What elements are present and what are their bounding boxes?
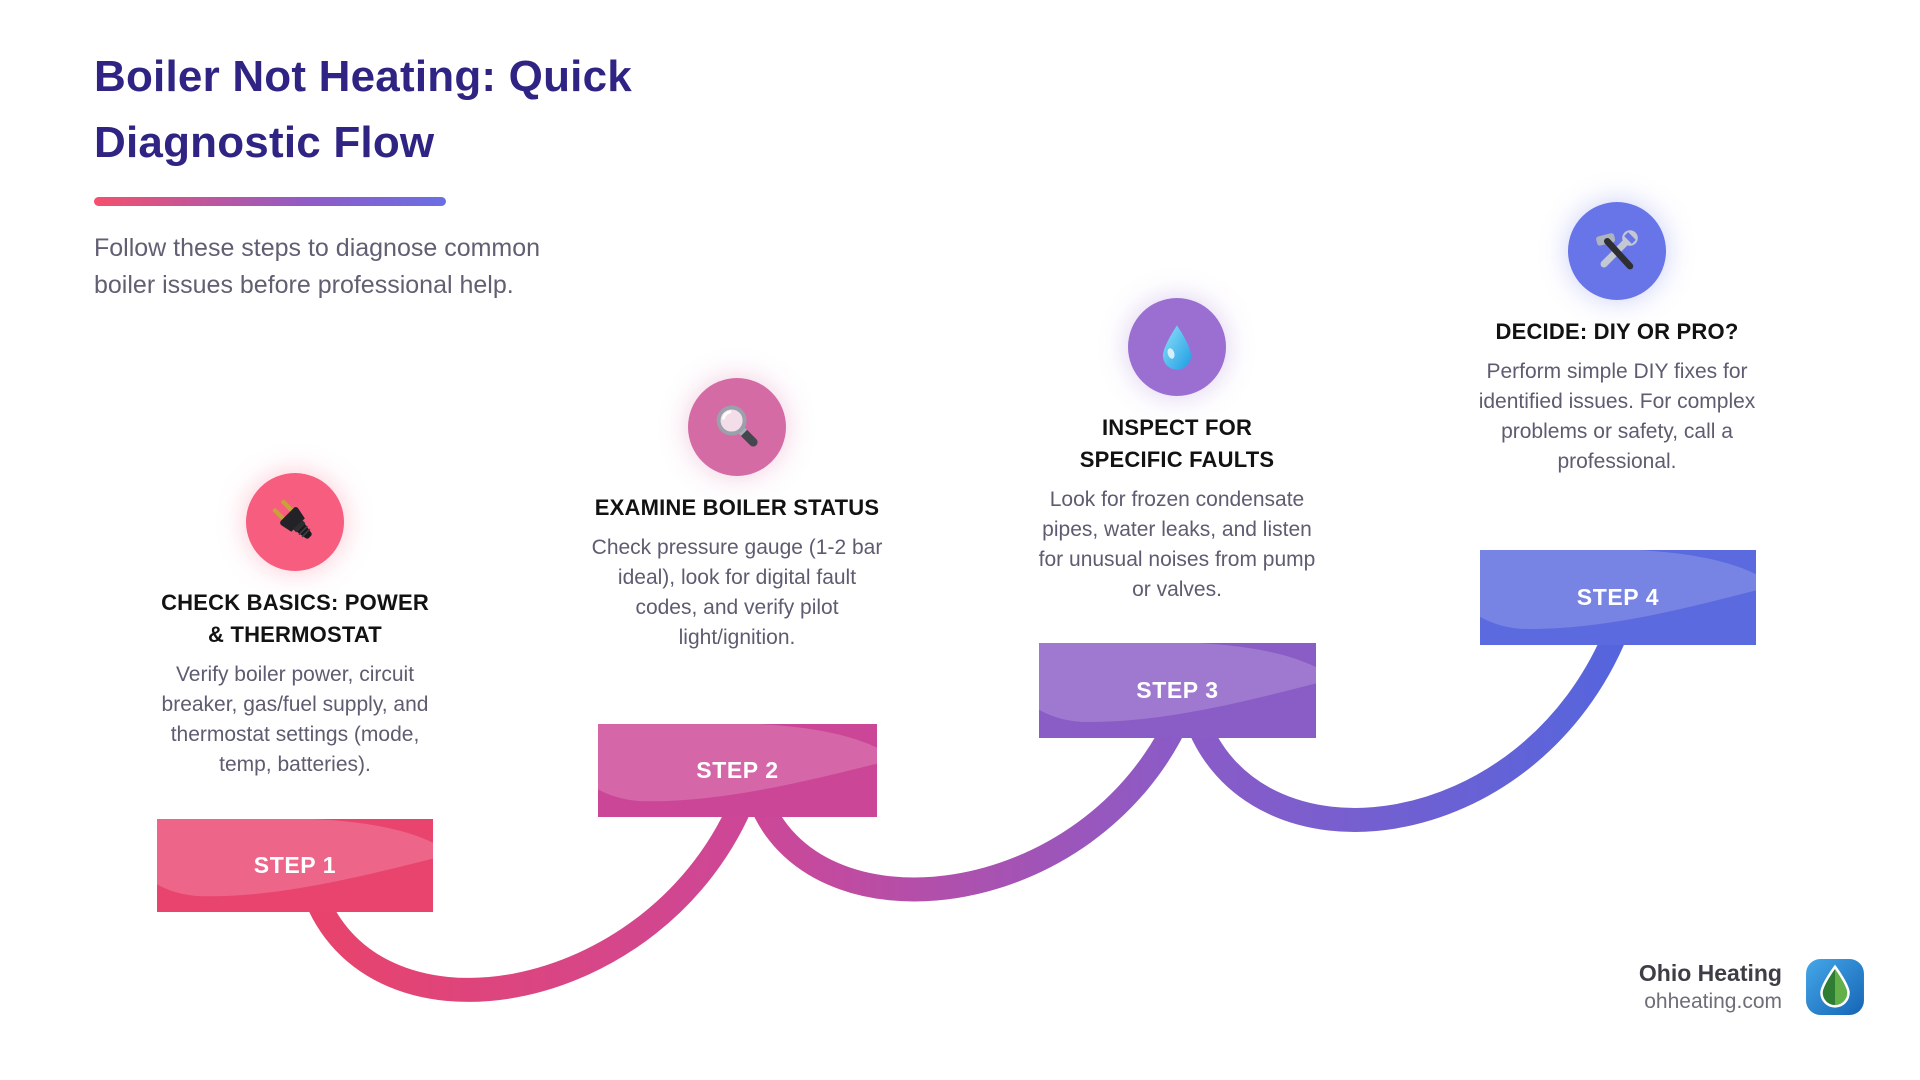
brand-website: ohheating.com bbox=[1644, 990, 1782, 1013]
page-title: Boiler Not Heating: Quick Diagnostic Flo… bbox=[94, 44, 734, 176]
step-3-column: INSPECT FOR SPECIFIC FAULTS Look for fro… bbox=[1017, 298, 1337, 605]
step-3-box: STEP 3 bbox=[1039, 643, 1316, 738]
footer-brand-block: Ohio Heating ohheating.com bbox=[1639, 958, 1864, 1016]
step-1-icon-circle bbox=[246, 473, 344, 571]
step-2-label: STEP 2 bbox=[696, 757, 779, 783]
step-4-column: DECIDE: DIY OR PRO? Perform simple DIY f… bbox=[1457, 202, 1777, 477]
hammer-wrench-icon bbox=[1596, 230, 1638, 270]
magnifying-glass-icon bbox=[716, 405, 758, 447]
step-2-icon-circle bbox=[688, 378, 786, 476]
step-4-box-wave bbox=[1480, 550, 1756, 629]
step-1-title: CHECK BASICS: POWER & THERMOSTAT bbox=[161, 590, 429, 647]
connector-step3-step4 bbox=[1183, 623, 1630, 832]
connector-step2-step3 bbox=[746, 710, 1191, 902]
step-2-title: EXAMINE BOILER STATUS bbox=[594, 495, 880, 520]
step-3-description: Look for frozen condensate pipes, water … bbox=[1038, 488, 1316, 601]
step-3-title: INSPECT FOR SPECIFIC FAULTS bbox=[1079, 415, 1275, 472]
brand-name: Ohio Heating bbox=[1638, 960, 1782, 986]
page-title-line2: Diagnostic Flow bbox=[94, 118, 435, 167]
step-4-description: Perform simple DIY fixes for identified … bbox=[1478, 360, 1756, 473]
title-accent-underline bbox=[94, 197, 446, 206]
power-plug-icon bbox=[272, 499, 312, 539]
step-1-box-wave bbox=[157, 819, 433, 897]
step-3-box-wave bbox=[1039, 643, 1316, 722]
step-3-label: STEP 3 bbox=[1136, 677, 1219, 703]
step-2-description: Check pressure gauge (1-2 bar ideal), lo… bbox=[591, 536, 883, 649]
page-subtitle: Follow these steps to diagnose common bo… bbox=[94, 234, 541, 299]
step-2-box: STEP 2 bbox=[598, 724, 877, 817]
step-4-title: DECIDE: DIY OR PRO? bbox=[1495, 319, 1739, 344]
page-title-line1: Boiler Not Heating: Quick bbox=[94, 52, 632, 101]
connector-step1-step2 bbox=[298, 790, 757, 1002]
step-4-icon-circle bbox=[1568, 202, 1666, 300]
step-1-label: STEP 1 bbox=[253, 852, 337, 878]
water-droplet-icon bbox=[1162, 325, 1192, 370]
step-1-description: Verify boiler power, circuit breaker, ga… bbox=[161, 663, 429, 776]
leaf-logo bbox=[1806, 959, 1864, 1015]
step-4-label: STEP 4 bbox=[1576, 584, 1660, 610]
step-4-box: STEP 4 bbox=[1480, 550, 1756, 645]
step-2-column: EXAMINE BOILER STATUS Check pressure gau… bbox=[577, 378, 897, 653]
step-2-box-wave bbox=[598, 724, 877, 802]
step-1-box: STEP 1 bbox=[157, 819, 433, 912]
step-3-icon-circle bbox=[1128, 298, 1226, 396]
step-1-column: CHECK BASICS: POWER & THERMOSTAT Verify … bbox=[135, 473, 455, 780]
